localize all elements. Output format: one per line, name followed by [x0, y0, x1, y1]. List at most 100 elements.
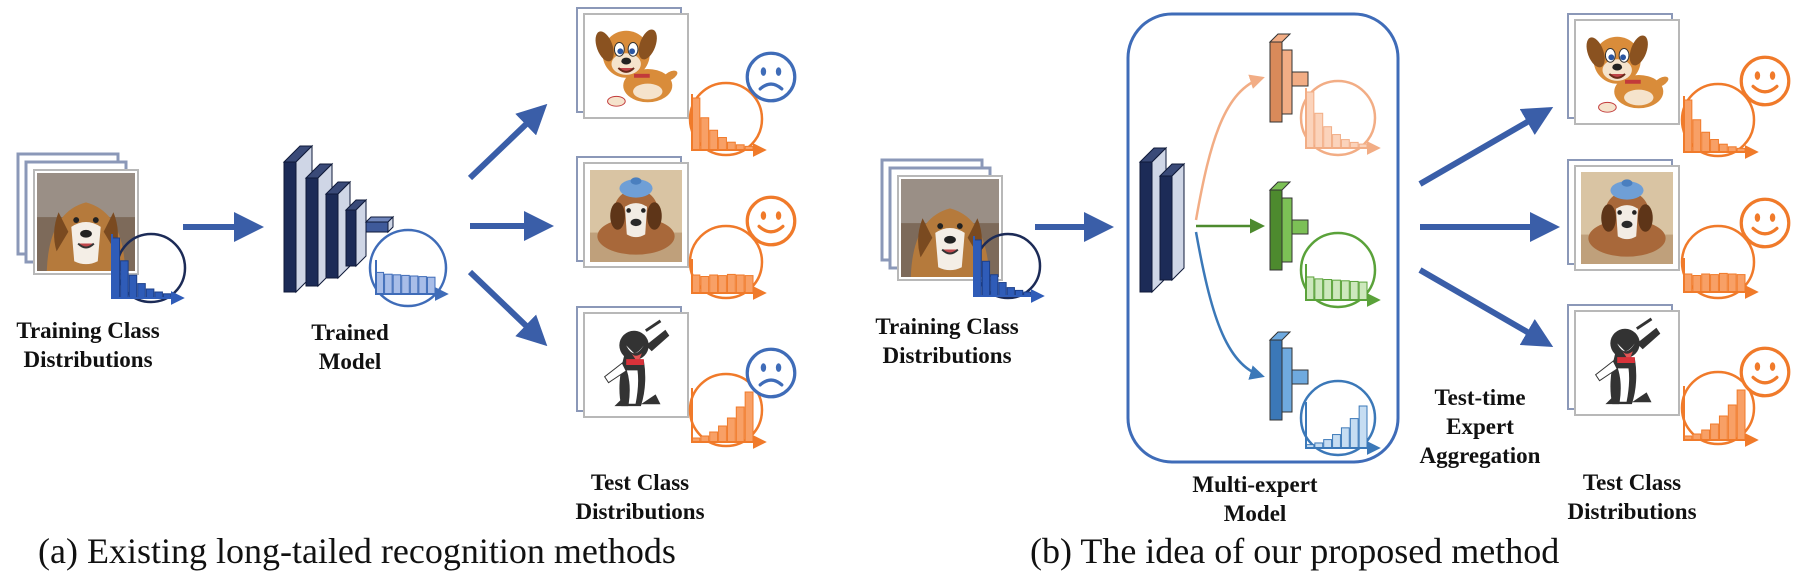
hist-bar [726, 417, 736, 443]
hist-bar [691, 97, 701, 151]
hist-bar [145, 288, 155, 299]
hist-bar [1305, 91, 1315, 149]
test-image-a-2 [576, 156, 689, 268]
hist-axis [691, 388, 767, 449]
train-label-b: Training Class Distributions [875, 314, 1019, 368]
hist-bar [1323, 439, 1333, 449]
sad-face-icon [745, 51, 797, 103]
expert-hist-1 [1299, 79, 1381, 157]
training-image-stack-a [16, 152, 139, 275]
expert-hist-3 [1299, 379, 1381, 457]
expert-3 [1268, 331, 1309, 421]
hist-bar [1683, 273, 1693, 293]
hist-bar [1340, 139, 1350, 149]
shared-backbone [1138, 146, 1186, 294]
hist-bar [744, 391, 754, 443]
arrow-b-up [1418, 106, 1554, 187]
hist-bar [735, 406, 745, 443]
hist-axis [1305, 88, 1381, 155]
train-hist-b [973, 232, 1045, 303]
hist-bar [718, 425, 727, 443]
happy-face-icon [745, 195, 797, 247]
cartoon-dog-icon [587, 17, 685, 115]
hist-bar [1349, 418, 1359, 449]
trained-model-cnn [282, 144, 395, 294]
hist-bar [1727, 404, 1737, 441]
hist-bar [401, 274, 410, 295]
hist-bar [1727, 273, 1737, 293]
hist-bar [384, 273, 393, 295]
hist-axis [973, 236, 1045, 303]
test-hist-a-2 [688, 224, 767, 300]
hist-bar [990, 274, 999, 297]
hist-bar [998, 282, 1007, 297]
hist-bar [1305, 276, 1315, 301]
test-image-b-3 [1567, 304, 1680, 416]
test-image-a-1 [576, 7, 689, 119]
multi-expert-model-box [1126, 12, 1400, 464]
hist-bar [1718, 143, 1728, 153]
hist-bar [1323, 126, 1333, 149]
cartoon-husky-icon [1578, 314, 1676, 412]
caption-b: (b) The idea of our proposed method [1030, 531, 1560, 571]
hist-axis [691, 259, 767, 300]
model-label-a: Trained Model [311, 320, 389, 374]
hist-bar [709, 431, 719, 443]
hist-bar [700, 276, 710, 294]
hist-bar [392, 274, 402, 295]
model-label-b: Multi-expert Model [1192, 472, 1318, 526]
train-hist-a [111, 232, 187, 305]
hist-bar [1332, 279, 1341, 301]
hist-bar [1358, 281, 1368, 301]
hist-bar [744, 275, 754, 294]
test-label-a: Test Class Distributions [575, 470, 705, 524]
hist-bar [1710, 423, 1719, 441]
hist-bar [1006, 287, 1015, 297]
hist-bar [973, 239, 982, 297]
hist-bar [1314, 278, 1324, 301]
hist-bar [418, 276, 427, 295]
happy-face-icon [1739, 346, 1791, 398]
hist-bar [1736, 274, 1746, 293]
caption-a: (a) Existing long-tailed recognition met… [38, 531, 676, 571]
hist-bar [709, 129, 719, 151]
cartoon-dog-icon [1578, 23, 1676, 121]
hist-bar [1701, 429, 1711, 441]
sick-dog-photo-icon [590, 170, 682, 262]
expert-arrow-1 [1194, 74, 1265, 221]
hist-axis [1683, 386, 1759, 447]
hist-bar [1332, 434, 1341, 449]
hist-axis [111, 234, 185, 305]
expert-arrow-3 [1194, 231, 1265, 380]
hist-axis [1683, 96, 1759, 159]
hist-bar [409, 275, 419, 295]
hist-bar [1332, 134, 1341, 149]
expert-2 [1268, 181, 1309, 271]
arrow-b-down [1418, 267, 1554, 348]
hist-bar [426, 276, 436, 295]
expert-hist-2 [1299, 231, 1381, 309]
test-hist-b-3 [1680, 370, 1759, 447]
test-hist-a-1 [688, 81, 767, 157]
hist-bar [1692, 275, 1702, 293]
test-hist-b-2 [1680, 224, 1759, 300]
test-hist-a-3 [688, 372, 767, 449]
hist-bar [1701, 131, 1711, 153]
hist-axis [1305, 402, 1381, 455]
hist-bar [1718, 272, 1728, 293]
hist-bar [1692, 119, 1702, 153]
expert-1 [1268, 33, 1309, 123]
hist-bar [1340, 280, 1350, 301]
hist-bar [1683, 99, 1693, 153]
hist-bar [735, 274, 745, 294]
arrow-a-down [467, 269, 548, 347]
happy-face-icon [1739, 197, 1791, 249]
hist-bar [1314, 112, 1324, 149]
hist-bar [709, 274, 719, 294]
hist-bar [1718, 415, 1728, 441]
test-image-b-2 [1567, 159, 1680, 271]
hist-bar [718, 275, 727, 294]
hist-bar [726, 273, 736, 294]
hist-bar [1710, 139, 1719, 153]
